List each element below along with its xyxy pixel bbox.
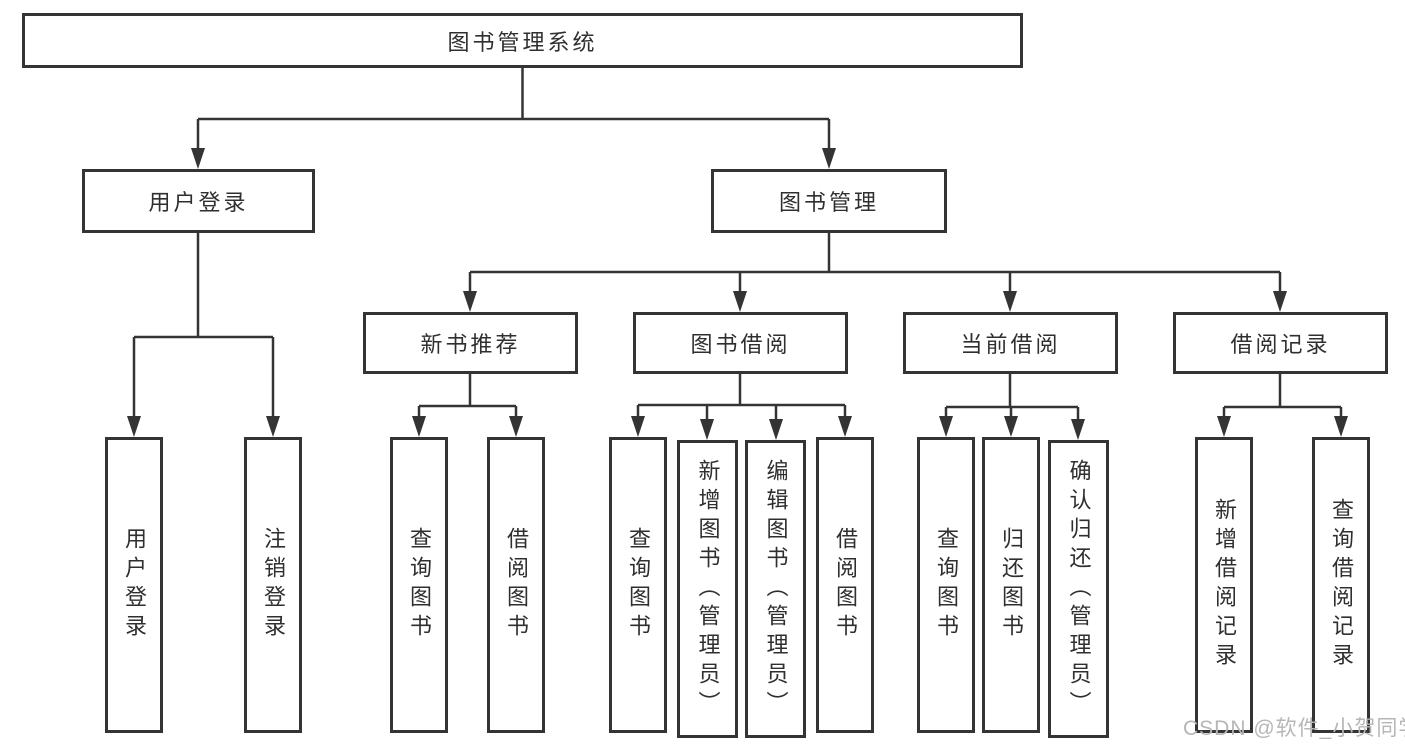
node-book-management: 图书管理 — [711, 169, 947, 233]
node-new-book-recommendation: 新书推荐 — [363, 312, 578, 374]
node-label: 借阅记录 — [1230, 332, 1331, 357]
node-label: 图书管理 — [778, 190, 879, 215]
node-label: 查询图书 — [407, 527, 432, 643]
leaf-return-books: 归还图书 — [982, 437, 1040, 733]
node-label: 当前借阅 — [960, 332, 1061, 357]
node-book-management-system: 图书管理系统 — [22, 13, 1023, 68]
node-label: 图书管理系统 — [447, 29, 598, 55]
leaf-add-books-admin: 新增图书（管理员） — [677, 440, 738, 738]
node-label: 用户登录 — [148, 190, 249, 215]
node-label: 借阅图书 — [833, 527, 858, 643]
node-label: 新增借阅记录 — [1212, 498, 1237, 672]
node-label: 查询图书 — [934, 527, 959, 643]
leaf-query-books: 查询图书 — [917, 437, 975, 733]
csdn-watermark: CSDN @软件_小贺同学 — [1183, 717, 1405, 740]
node-label: 确认归还（管理员） — [1066, 458, 1092, 720]
leaf-edit-books-admin: 编辑图书（管理员） — [745, 440, 806, 738]
node-label: 查询借阅记录 — [1329, 498, 1354, 672]
node-label: 查询图书 — [626, 527, 651, 643]
node-label: 用户登录 — [122, 527, 147, 643]
node-label: 借阅图书 — [504, 527, 529, 643]
leaf-borrow-books: 借阅图书 — [816, 437, 874, 733]
leaf-confirm-return-admin: 确认归还（管理员） — [1048, 440, 1109, 738]
leaf-user-login: 用户登录 — [105, 437, 163, 733]
node-label: 归还图书 — [999, 527, 1024, 643]
node-user-login: 用户登录 — [82, 169, 315, 233]
node-label: 图书借阅 — [690, 332, 791, 357]
node-label: 新书推荐 — [420, 332, 521, 357]
leaf-query-borrow-record: 查询借阅记录 — [1312, 437, 1370, 733]
node-label: 注销登录 — [261, 527, 286, 643]
leaf-logout-login: 注销登录 — [244, 437, 302, 733]
leaf-query-books: 查询图书 — [609, 437, 667, 733]
node-label: 新增图书（管理员） — [695, 458, 721, 720]
node-book-borrowing: 图书借阅 — [633, 312, 848, 374]
node-label: 编辑图书（管理员） — [763, 458, 789, 720]
leaf-query-books: 查询图书 — [390, 437, 448, 733]
leaf-add-borrow-record: 新增借阅记录 — [1195, 437, 1253, 733]
node-current-borrowing: 当前借阅 — [903, 312, 1118, 374]
leaf-borrow-books: 借阅图书 — [487, 437, 545, 733]
node-borrowing-records: 借阅记录 — [1173, 312, 1388, 374]
